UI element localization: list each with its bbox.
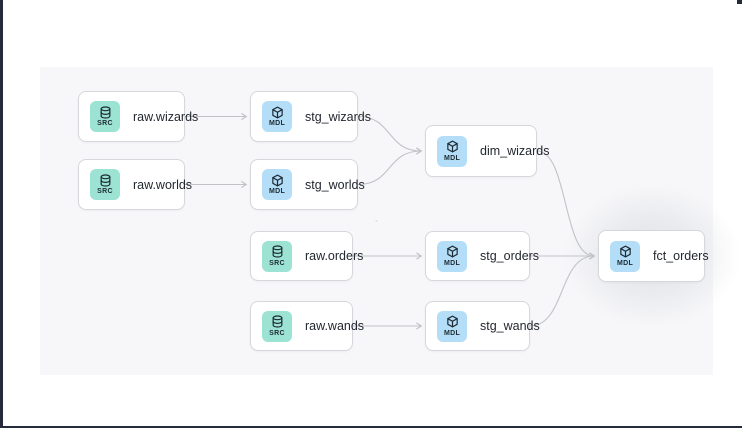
badge-label: MDL [268,120,286,128]
badge-label: SRC [97,188,113,196]
cube-icon [446,140,458,153]
node-stg_worlds[interactable]: MDL stg_worlds [250,159,365,210]
badge-label: MDL [616,259,634,267]
window-edge-bottom [0,426,742,428]
node-label: stg_worlds [305,177,365,192]
node-label: dim_wizards [480,144,550,158]
node-raw.worlds[interactable]: SRC raw.worlds [78,159,192,210]
node-label: raw.wands [305,319,365,333]
node-raw.wizards[interactable]: SRC raw.wizards [78,91,198,142]
badge-label: MDL [268,188,286,196]
mdl-badge: MDL [437,240,467,272]
cube-icon [271,106,283,119]
badge-label: SRC [269,329,285,337]
mdl-badge: MDL [262,169,292,200]
node-label: stg_wands [480,319,540,333]
src-badge: SRC [262,310,292,342]
cube-icon [446,245,458,258]
node-fct_orders[interactable]: MDL fct_orders [598,230,709,282]
database-icon [100,106,110,119]
node-label: stg_wizards [305,109,371,124]
lineage-canvas[interactable]: SRC raw.wizards MDL stg_wizards SRC raw.… [40,67,740,375]
node-dim_wizards[interactable]: MDL dim_wizards [425,125,549,177]
mdl-badge: MDL [610,240,640,272]
node-label: stg_orders [480,249,540,263]
badge-label: SRC [97,120,113,128]
cube-icon [446,315,458,328]
mdl-badge: MDL [262,101,292,132]
src-badge: SRC [90,169,120,200]
window-edge-corner [737,0,742,4]
node-label: raw.orders [305,249,364,263]
badge-label: SRC [269,259,285,267]
src-badge: SRC [90,101,120,132]
database-icon [272,315,282,328]
node-label: raw.wizards [133,109,199,124]
database-icon [272,245,282,258]
cube-icon [271,174,283,187]
window-edge-left [0,0,3,428]
node-label: raw.worlds [133,177,193,192]
node-stg_wizards[interactable]: MDL stg_wizards [250,91,371,142]
badge-label: MDL [443,154,461,162]
badge-label: MDL [443,259,461,267]
badge-label: MDL [443,329,461,337]
node-raw.orders[interactable]: SRC raw.orders [250,231,363,281]
src-badge: SRC [262,240,292,272]
mdl-badge: MDL [437,135,467,167]
mdl-badge: MDL [437,310,467,342]
node-label: fct_orders [653,249,709,263]
database-icon [100,174,110,187]
cube-icon [619,245,631,258]
edge-stg_worlds-to-dim_wizards [357,147,423,186]
node-stg_wands[interactable]: MDL stg_wands [425,301,540,351]
node-stg_orders[interactable]: MDL stg_orders [425,231,539,281]
node-raw.wands[interactable]: SRC raw.wands [250,301,364,351]
